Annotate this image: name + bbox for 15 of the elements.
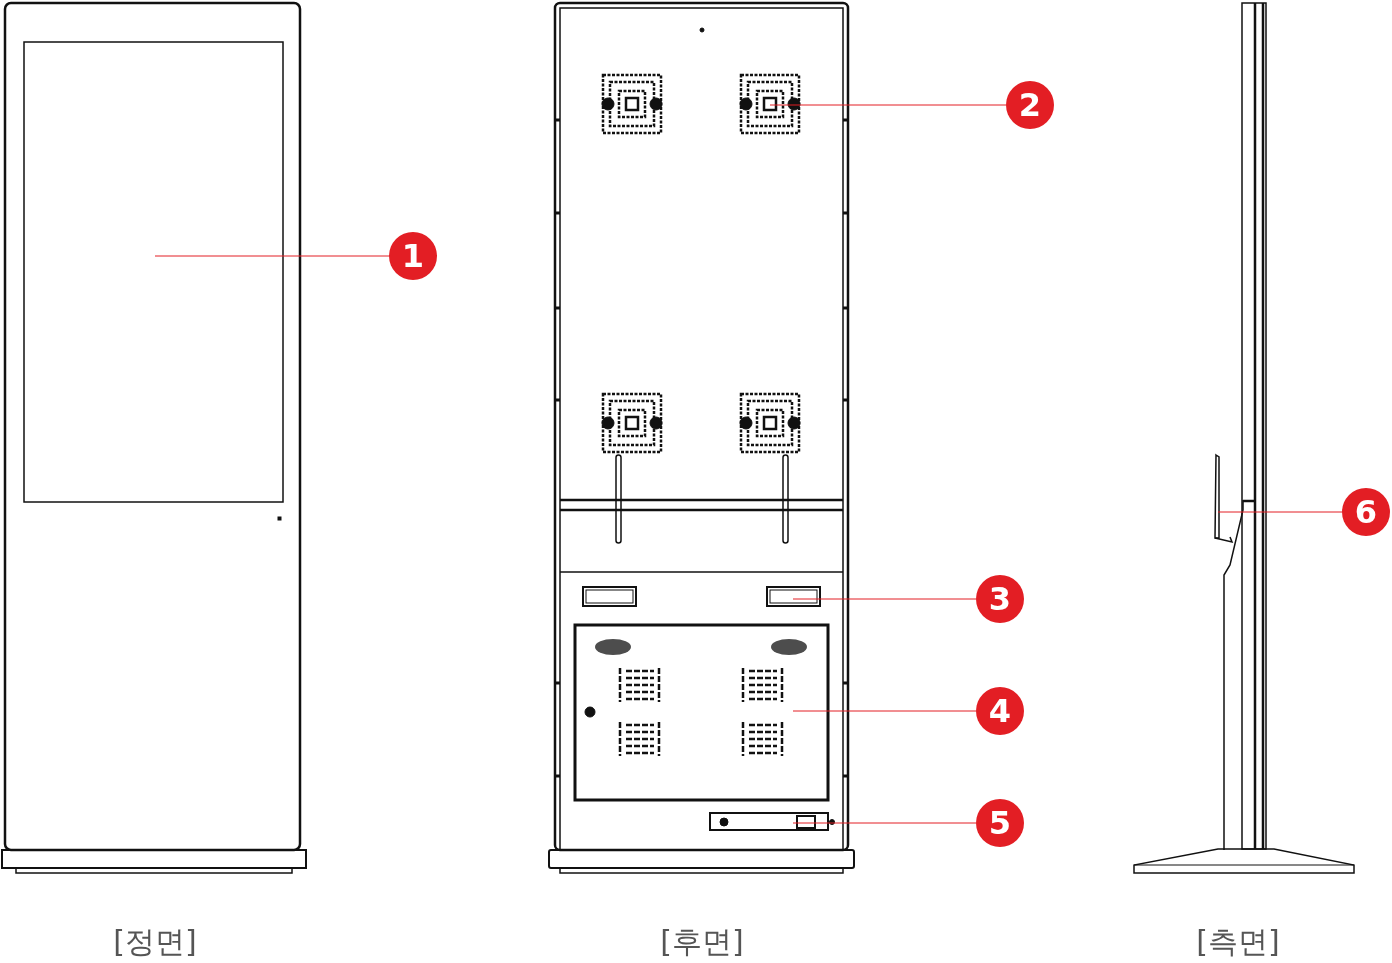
callout-number: 5 (976, 799, 1024, 847)
view-caption: [정면] (113, 923, 197, 961)
callout-number: 4 (976, 687, 1024, 735)
leader-line (792, 822, 977, 824)
leader-line (792, 598, 977, 600)
callout-number: 3 (976, 575, 1024, 623)
view-caption: [후면] (660, 923, 744, 961)
callout-number: 1 (389, 232, 437, 280)
callout-number: 2 (1006, 81, 1054, 129)
leader-line (1217, 511, 1343, 513)
view-caption: [측면] (1196, 923, 1280, 961)
callout-number: 6 (1342, 488, 1390, 536)
leader-line (154, 255, 390, 257)
leader-line (769, 104, 1007, 106)
leader-line (792, 710, 977, 712)
